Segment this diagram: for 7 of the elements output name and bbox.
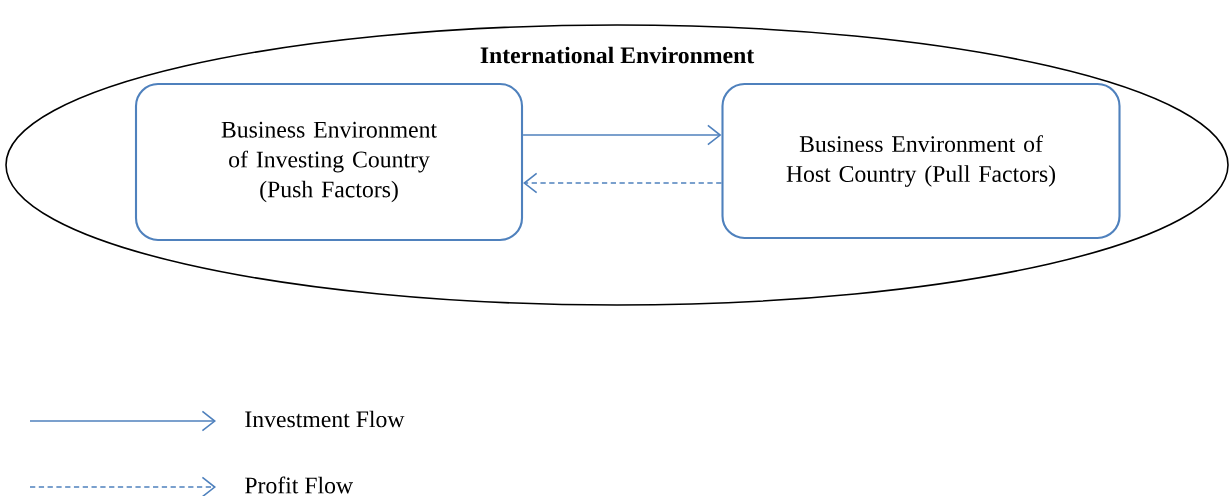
arrow bbox=[522, 124, 722, 146]
arrow bbox=[523, 172, 723, 194]
rounded-box: Business Environment of Host Country (Pull Factors) bbox=[721, 82, 1121, 240]
rounded-box: Business Environment of Investing Country (Push Factors) bbox=[134, 82, 524, 242]
legend-text: Investment Flow bbox=[245, 410, 405, 428]
legend-text: Profit Flow bbox=[245, 476, 353, 494]
heading: International Environment bbox=[480, 46, 755, 64]
